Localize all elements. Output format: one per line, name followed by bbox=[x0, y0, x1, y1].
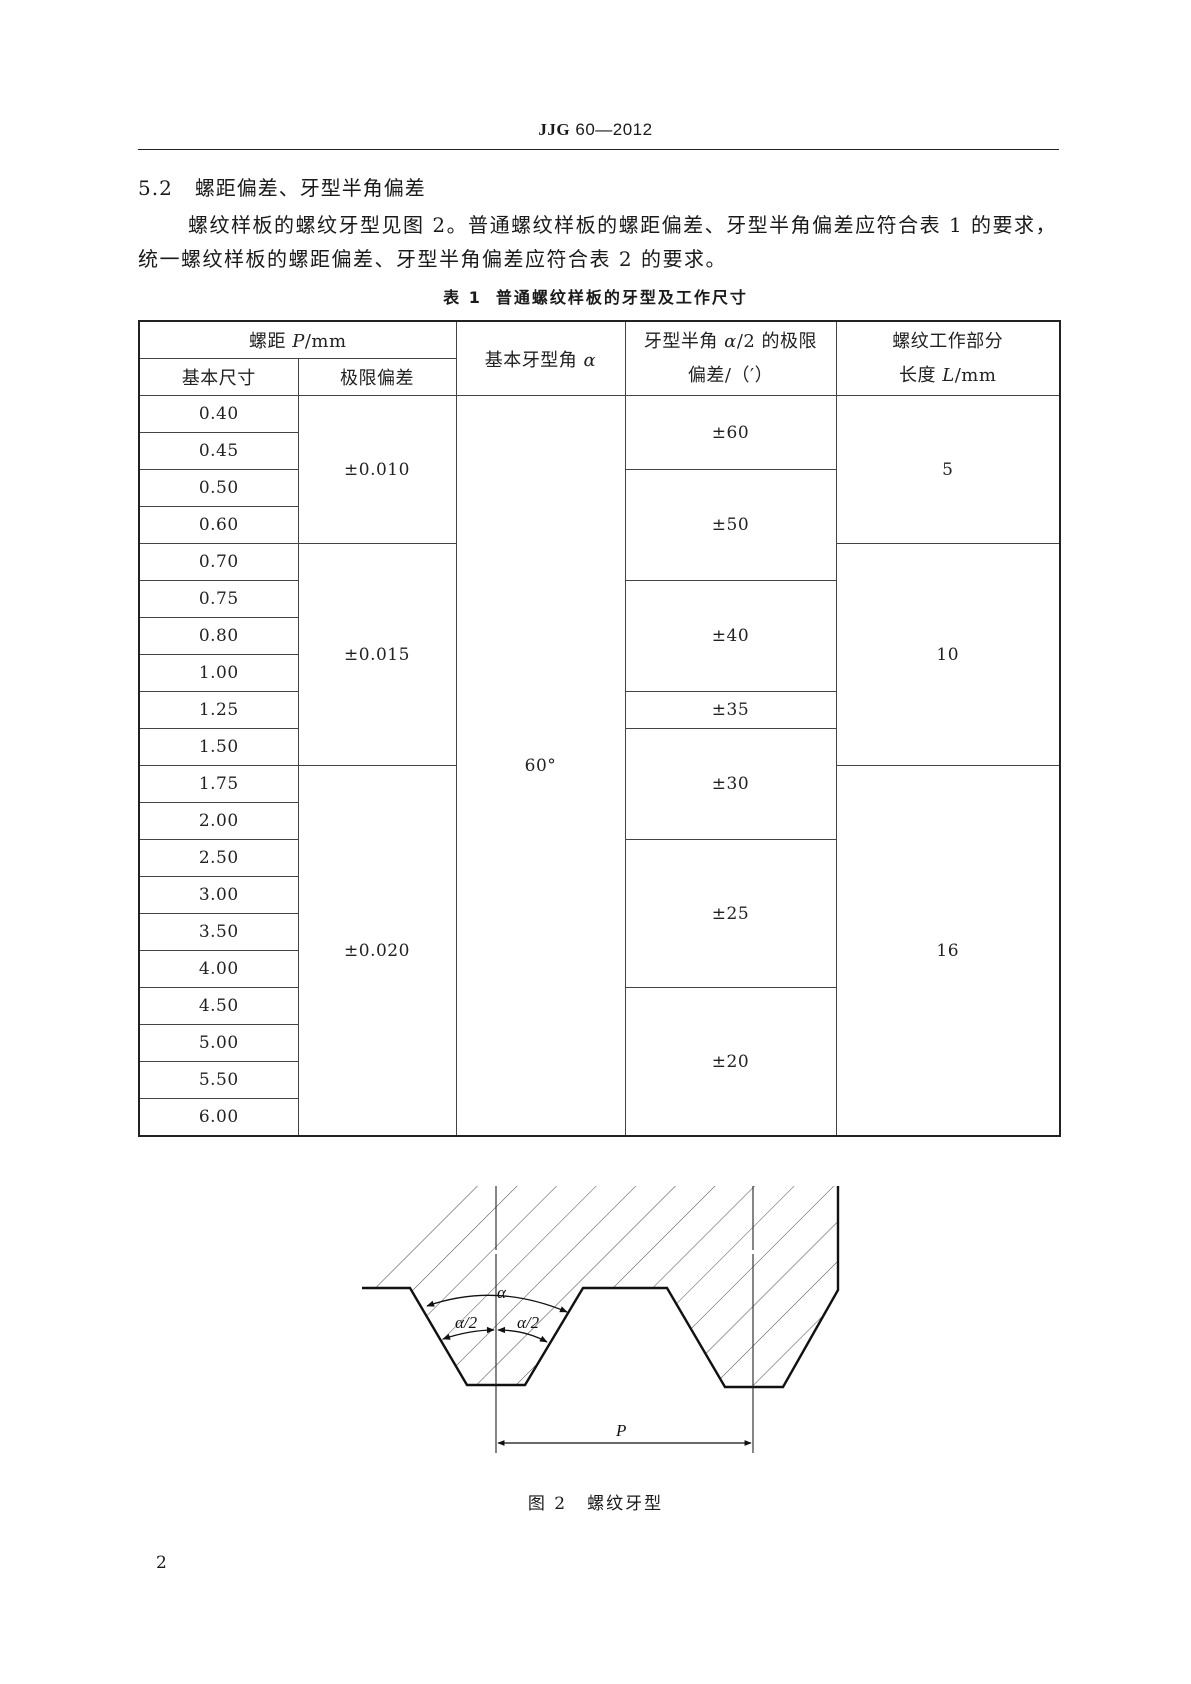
half-angle-deviation-cell: ±20 bbox=[624, 987, 837, 1137]
half-alpha-right-label: α/2 bbox=[517, 1313, 540, 1332]
header-unit: /mm bbox=[954, 364, 997, 386]
header-unit: /mm bbox=[304, 331, 347, 352]
figure-caption: 图 2 螺纹牙型 bbox=[0, 1489, 1191, 1514]
basic-size-cell: 0.40 bbox=[138, 395, 299, 433]
basic-size-cell: 1.75 bbox=[138, 765, 299, 803]
header-basic-angle: 基本牙型角 α bbox=[455, 320, 626, 396]
basic-size-cell: 3.50 bbox=[138, 913, 299, 951]
figure-number: 图 2 bbox=[527, 1494, 568, 1514]
half-angle-deviation-cell: ±25 bbox=[624, 839, 837, 988]
section-heading: 5.2 螺距偏差、牙型半角偏差 bbox=[138, 172, 426, 201]
half-angle-deviation-cell: ±30 bbox=[624, 728, 837, 840]
half-angle-deviation-cell: ±50 bbox=[624, 469, 837, 581]
basic-size-cell: 3.00 bbox=[138, 876, 299, 914]
header-divider bbox=[138, 149, 1059, 150]
header-limit-deviation: 极限偏差 bbox=[297, 358, 457, 396]
basic-size-cell: 2.00 bbox=[138, 802, 299, 840]
limit-deviation-cell: ±0.010 bbox=[297, 395, 457, 544]
table-row: 1.50 ±30 bbox=[138, 728, 1060, 840]
basic-size-cell: 5.00 bbox=[138, 1024, 299, 1062]
work-length-cell: 10 bbox=[835, 543, 1061, 766]
half-angle-deviation-cell: ±40 bbox=[624, 580, 837, 692]
header-text: 螺纹工作部分 bbox=[892, 330, 1004, 352]
basic-size-cell: 5.50 bbox=[138, 1061, 299, 1099]
thread-outline bbox=[362, 1186, 840, 1389]
thread-gauge-spec-table: 螺距 P/mm 基本牙型角 α 牙型半角 α/2 的极限 偏差/（′） 螺纹工作… bbox=[138, 320, 1061, 1137]
header-var: α bbox=[724, 330, 737, 352]
half-angle-deviation-cell: ±60 bbox=[624, 395, 837, 470]
basic-size-cell: 4.50 bbox=[138, 987, 299, 1025]
standard-number: 60—2012 bbox=[575, 120, 653, 139]
header-var: P bbox=[292, 331, 305, 352]
table-row: 1.00 bbox=[138, 654, 1060, 692]
header-work-length: 螺纹工作部分 长度 L/mm bbox=[835, 320, 1061, 396]
table-row: 2.50 ±25 bbox=[138, 839, 1060, 988]
basic-size-cell: 1.50 bbox=[138, 728, 299, 766]
basic-size-cell: 1.25 bbox=[138, 691, 299, 729]
table-row: 1.25 ±35 bbox=[138, 691, 1060, 729]
basic-size-cell: 6.00 bbox=[138, 1098, 299, 1137]
half-angle-deviation-cell: ±35 bbox=[624, 691, 837, 729]
basic-size-cell: 0.50 bbox=[138, 469, 299, 507]
header-half-angle-deviation: 牙型半角 α/2 的极限 偏差/（′） bbox=[624, 320, 837, 396]
table-row: 0.45 bbox=[138, 432, 1060, 470]
table-row: 6.00 bbox=[138, 1098, 1060, 1137]
alpha-label: α bbox=[497, 1283, 507, 1302]
basic-size-cell: 0.80 bbox=[138, 617, 299, 655]
header-text: 牙型半角 bbox=[643, 330, 725, 352]
section-title: 螺距偏差、牙型半角偏差 bbox=[194, 176, 426, 200]
header-pitch: 螺距 P/mm bbox=[138, 320, 457, 359]
table-number: 表 1 bbox=[443, 288, 482, 307]
table-title: 普通螺纹样板的牙型及工作尺寸 bbox=[495, 288, 748, 307]
header-text: /2 的极限 bbox=[736, 330, 818, 352]
table-row: 4.50 ±20 bbox=[138, 987, 1060, 1137]
limit-deviation-cell: ±0.020 bbox=[297, 765, 457, 1137]
table-row: 0.80 bbox=[138, 617, 1060, 655]
table-row: 0.60 bbox=[138, 506, 1060, 544]
basic-size-cell: 1.00 bbox=[138, 654, 299, 692]
standard-prefix: JJG bbox=[538, 120, 571, 139]
work-length-cell: 5 bbox=[835, 395, 1061, 544]
header-var: L bbox=[942, 364, 955, 386]
basic-size-cell: 0.60 bbox=[138, 506, 299, 544]
table-row: 0.75 ±40 bbox=[138, 580, 1060, 692]
table-row: 4.00 bbox=[138, 950, 1060, 988]
basic-size-cell: 0.70 bbox=[138, 543, 299, 581]
header-basic-size: 基本尺寸 bbox=[138, 358, 299, 396]
table-row: 5.50 bbox=[138, 1061, 1060, 1099]
basic-angle-cell: 60° bbox=[455, 395, 626, 1137]
header-text: 基本牙型角 bbox=[484, 349, 584, 371]
work-length-cell: 16 bbox=[835, 765, 1061, 1137]
center-lines bbox=[495, 1186, 754, 1453]
limit-deviation-cell: ±0.015 bbox=[297, 543, 457, 766]
standard-code-header: JJG 60—2012 bbox=[0, 120, 1191, 140]
pitch-label: P bbox=[615, 1421, 626, 1440]
half-alpha-left-label: α/2 bbox=[455, 1313, 478, 1332]
section-number: 5.2 bbox=[138, 176, 173, 200]
header-var: α bbox=[583, 349, 597, 371]
body-paragraph: 螺纹样板的螺纹牙型见图 2。普通螺纹样板的螺距偏差、牙型半角偏差应符合表 1 的… bbox=[138, 213, 1058, 271]
header-text: 长度 bbox=[899, 364, 943, 386]
hatched-material bbox=[362, 1186, 838, 1387]
figure-title: 螺纹牙型 bbox=[587, 1494, 664, 1514]
basic-size-cell: 0.45 bbox=[138, 432, 299, 470]
table-row: 1.75±0.020 16 bbox=[138, 765, 1061, 1137]
angle-dimensions bbox=[426, 1294, 568, 1343]
header-text: 螺距 bbox=[248, 331, 293, 352]
page-number: 2 bbox=[156, 1553, 167, 1573]
table-row: 0.50 ±50 bbox=[138, 469, 1060, 581]
table-caption: 表 1 普通螺纹样板的牙型及工作尺寸 bbox=[0, 284, 1191, 308]
basic-size-cell: 0.75 bbox=[138, 580, 299, 618]
basic-size-cell: 4.00 bbox=[138, 950, 299, 988]
table-row: 0.70±0.015 10 bbox=[138, 543, 1061, 766]
header-text: 偏差/（′） bbox=[687, 364, 774, 386]
table-row: 5.00 bbox=[138, 1024, 1060, 1062]
basic-size-cell: 2.50 bbox=[138, 839, 299, 877]
